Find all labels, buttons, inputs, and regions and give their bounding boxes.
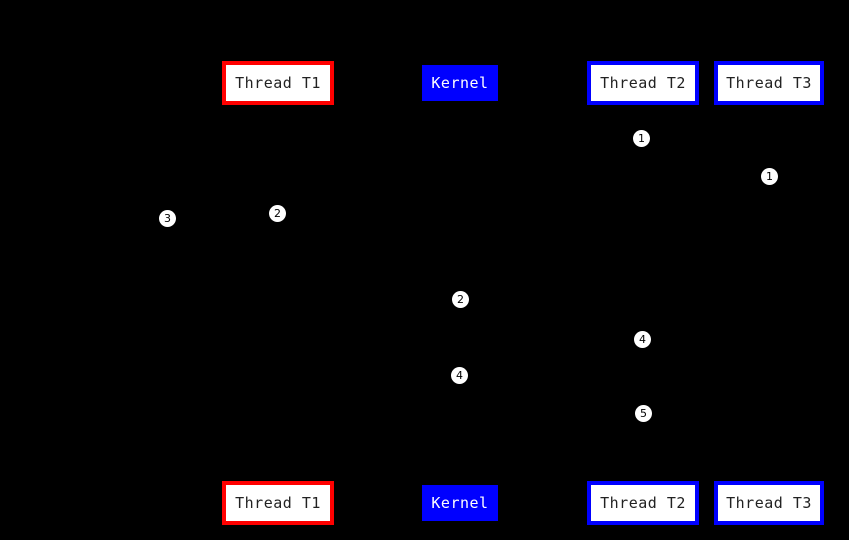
participant-label: Thread T2 — [600, 74, 686, 92]
step-badge: 3 — [159, 210, 176, 227]
lifeline-t1 — [278, 105, 279, 481]
participant-label: Thread T3 — [726, 494, 812, 512]
participant-label: Kernel — [431, 74, 489, 92]
step-badge: 1 — [761, 168, 778, 185]
lifeline-t3 — [769, 105, 770, 481]
message-arrow-1 — [160, 218, 278, 219]
participant-label: Thread T3 — [726, 74, 812, 92]
step-badge: 5 — [635, 405, 652, 422]
participant-label: Thread T2 — [600, 494, 686, 512]
lifeline-t2 — [643, 105, 644, 481]
step-badge: 4 — [634, 331, 651, 348]
step-badge: 2 — [452, 291, 469, 308]
step-badge: 2 — [269, 205, 286, 222]
participant-thread-t3-footer[interactable]: Thread T3 — [714, 481, 824, 525]
participant-thread-t3-header[interactable]: Thread T3 — [714, 61, 824, 105]
participant-kernel-header[interactable]: Kernel — [422, 65, 498, 101]
participant-thread-t1-header[interactable]: Thread T1 — [222, 61, 334, 105]
message-arrow-2 — [278, 299, 460, 300]
step-badge: 4 — [451, 367, 468, 384]
participant-thread-t2-footer[interactable]: Thread T2 — [587, 481, 699, 525]
step-badge: 1 — [633, 130, 650, 147]
participant-label: Thread T1 — [235, 74, 321, 92]
participant-kernel-footer[interactable]: Kernel — [422, 485, 498, 521]
participant-label: Kernel — [431, 494, 489, 512]
participant-thread-t2-header[interactable]: Thread T2 — [587, 61, 699, 105]
participant-thread-t1-footer[interactable]: Thread T1 — [222, 481, 334, 525]
participant-label: Thread T1 — [235, 494, 321, 512]
